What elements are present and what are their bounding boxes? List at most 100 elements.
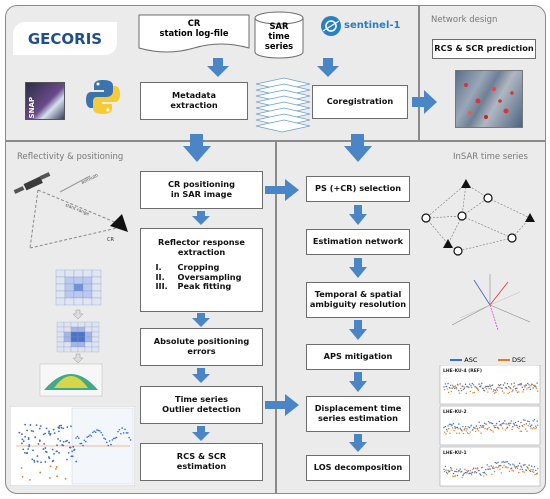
- asc-point: [466, 428, 468, 430]
- asc-point: [512, 426, 514, 428]
- dsc-point: [464, 386, 466, 388]
- grid-cell: [77, 346, 86, 353]
- data-point: [32, 449, 34, 452]
- cr-node: [443, 239, 453, 248]
- data-point: [56, 450, 58, 453]
- data-point: [45, 451, 48, 454]
- asc-point: [513, 382, 515, 384]
- asc-point: [517, 420, 519, 423]
- dsc-point: [503, 392, 505, 394]
- asc-point: [475, 425, 478, 427]
- asc-point: [510, 467, 513, 469]
- substep-item: I.Cropping: [156, 262, 248, 273]
- asc-point: [477, 428, 479, 430]
- arrow-down: [349, 434, 367, 452]
- dsc-point: [530, 468, 532, 471]
- data-point: [27, 448, 30, 450]
- data-point: [44, 432, 46, 435]
- satellite-icon: [13, 172, 51, 194]
- dsc-point: [533, 471, 535, 473]
- dsc-point: [483, 475, 485, 477]
- dsc-point: [501, 466, 504, 469]
- grid-cell: [64, 269, 75, 278]
- asc-point: [509, 386, 511, 389]
- dsc-point: [454, 385, 457, 387]
- corner-reflector-icon: [110, 214, 128, 232]
- data-point: [27, 437, 30, 439]
- los-geometry-illustration: [451, 274, 531, 331]
- dsc-point: [464, 468, 466, 471]
- dsc-point: [535, 427, 538, 429]
- dsc-point: [480, 432, 482, 434]
- outlier-point: [29, 478, 31, 481]
- dsc-point: [500, 425, 502, 427]
- dsc-point: [472, 468, 474, 471]
- dsc-point: [445, 469, 447, 471]
- asc-point: [501, 461, 503, 463]
- asc-point: [483, 422, 486, 424]
- asc-point: [497, 461, 499, 464]
- asc-point: [500, 423, 502, 426]
- dsc-point: [518, 427, 520, 430]
- grid-cell: [91, 341, 100, 348]
- disp-line2: series estimation: [318, 413, 398, 423]
- asc-point: [508, 462, 510, 465]
- data-point: [26, 429, 28, 432]
- data-point: [58, 427, 61, 429]
- dsc-point: [484, 428, 486, 430]
- grid-cell: [82, 283, 93, 292]
- rcs-line2: estimation: [176, 461, 227, 471]
- grid-cell: [84, 341, 93, 348]
- asc-point: [498, 384, 501, 387]
- asc-point: [443, 386, 445, 388]
- dsc-point: [514, 385, 516, 387]
- dsc-point: [477, 430, 480, 432]
- dsc-point: [534, 427, 536, 430]
- arrow-down: [183, 134, 211, 162]
- grid-cell: [91, 331, 100, 338]
- dsc-point: [522, 391, 524, 393]
- asc-point: [494, 389, 496, 392]
- process-arrow: [72, 353, 84, 364]
- asc-point: [502, 384, 505, 386]
- asc-point: [474, 427, 476, 429]
- dsc-point: [500, 472, 502, 474]
- dsc-point: [466, 432, 469, 434]
- asc-point: [493, 425, 495, 427]
- arrow-down: [192, 313, 210, 327]
- data-point: [78, 437, 80, 439]
- dsc-point: [512, 470, 515, 472]
- asc-point: [504, 420, 506, 422]
- asc-point: [514, 387, 517, 390]
- dsc-point: [527, 468, 529, 470]
- substep-label: Oversampling: [177, 271, 242, 282]
- rcs-line1: RCS & SCR: [176, 451, 227, 462]
- asc-point: [528, 464, 530, 466]
- asc-point: [490, 388, 492, 390]
- dsc-point: [476, 387, 478, 389]
- asc-point: [455, 470, 457, 473]
- asc-point: [501, 387, 503, 390]
- dsc-point: [465, 392, 467, 395]
- rcs-prediction-box: RCS & SCR prediction: [432, 39, 536, 59]
- dsc-point: [514, 424, 516, 427]
- asc-point: [487, 420, 490, 423]
- data-point: [113, 437, 115, 440]
- dsc-point: [520, 430, 523, 432]
- dsc-point: [508, 391, 511, 394]
- asc-point: [451, 424, 453, 426]
- asc-point: [505, 461, 507, 463]
- ps-node: [507, 233, 517, 243]
- asc-point: [450, 466, 452, 469]
- data-point: [110, 443, 112, 446]
- network-edge: [461, 183, 467, 217]
- data-point: [42, 448, 45, 450]
- data-point: [58, 451, 61, 454]
- asc-point: [470, 385, 472, 387]
- grid-cell: [70, 341, 79, 348]
- dsc-point: [470, 386, 473, 389]
- sentinel-logo-icon: [321, 16, 341, 36]
- asc-point: [462, 474, 464, 477]
- dsc-point: [537, 467, 539, 470]
